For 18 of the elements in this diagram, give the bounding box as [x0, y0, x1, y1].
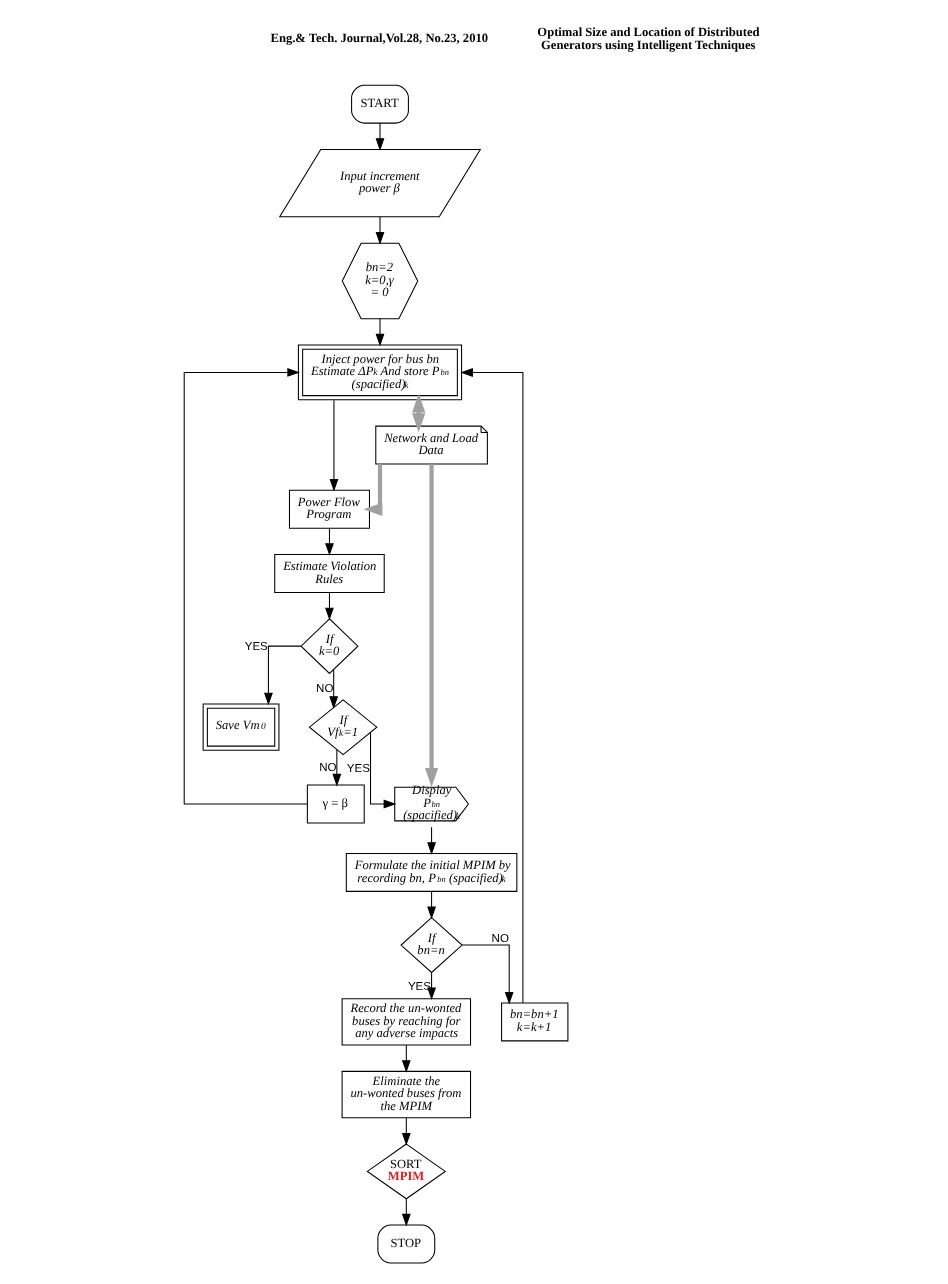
arrow [460, 944, 513, 1005]
arrow [459, 368, 523, 1004]
arrow [328, 669, 338, 709]
arrow [374, 318, 384, 347]
arrow [423, 464, 438, 787]
arrow [328, 399, 338, 492]
arrow [263, 645, 301, 706]
arrow [374, 122, 384, 151]
arrow [182, 368, 307, 805]
arrow [331, 749, 341, 787]
arrow [426, 826, 435, 855]
arrow [362, 464, 382, 516]
arrow [400, 1044, 410, 1073]
arrow [374, 216, 384, 245]
arrow [400, 1117, 410, 1146]
arrow [324, 592, 333, 621]
arrow [369, 732, 396, 809]
arrow [400, 1198, 410, 1227]
